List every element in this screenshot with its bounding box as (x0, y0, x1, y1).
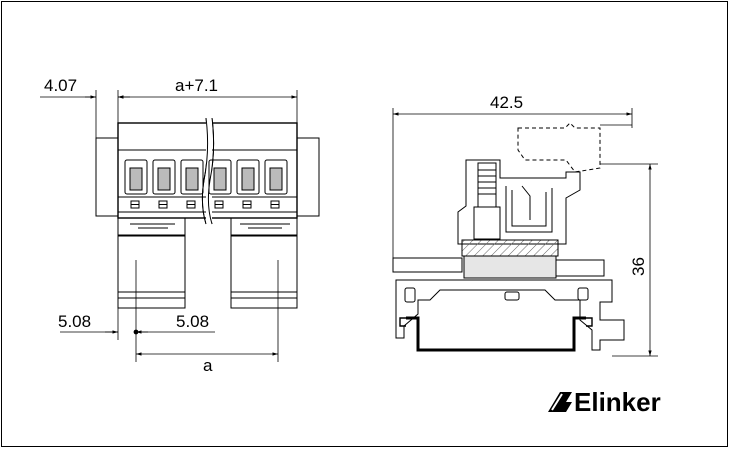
hidden-plug-outline (517, 122, 601, 173)
front-dimensions (40, 90, 298, 362)
elinker-logo-icon (548, 392, 572, 412)
release-holes (130, 200, 280, 209)
lower-plug-right (230, 218, 298, 309)
dim-label-a-plus-7-1: a+7.1 (175, 76, 218, 95)
base-right-tab (555, 259, 605, 277)
din-rail (406, 316, 586, 352)
right-flange (296, 137, 320, 217)
side-dimensions (392, 108, 658, 357)
pin-windows (124, 159, 288, 195)
front-view (95, 117, 320, 309)
break-line-1b (201, 117, 209, 225)
insulating-block (463, 255, 557, 279)
left-flange (95, 137, 119, 217)
dim-label-36: 36 (629, 257, 648, 276)
lower-plug-left (117, 218, 186, 309)
dim-label-42-5: 42.5 (490, 93, 523, 112)
dim-label-5-08-left: 5.08 (58, 312, 91, 331)
spring-contact (505, 186, 553, 233)
break-line-2b (207, 117, 215, 225)
din-base (395, 279, 625, 351)
pitch-origin-dot (133, 329, 139, 335)
side-view (392, 122, 625, 352)
screw-clamp (473, 206, 501, 240)
dim-label-4-07: 4.07 (44, 76, 77, 95)
brand-name: Elinker (574, 387, 661, 417)
brand-logo: Elinker (548, 387, 661, 417)
dim-label-5-08-right: 5.08 (176, 312, 209, 331)
hatched-base (461, 239, 559, 257)
base-left-tab (392, 257, 463, 273)
dim-label-a: a (203, 356, 213, 375)
